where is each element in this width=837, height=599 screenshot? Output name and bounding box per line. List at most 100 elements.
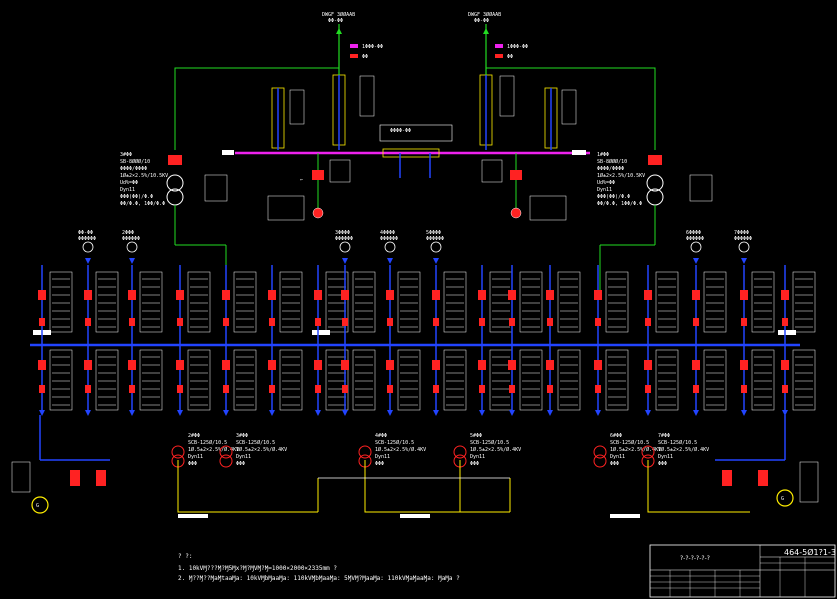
trafo-right-line-0: 1#ΦΦ — [597, 152, 609, 158]
trafo-right-line-6: ΦΦΦ(ΦΦ)/Φ.Φ — [597, 194, 630, 200]
feeder-bay-5 — [268, 265, 303, 416]
motor-icon — [430, 241, 442, 253]
distribution-trafo-label-0: 3#ΦΦ — [236, 433, 248, 439]
trafo-right-line-2: ΦΦΦΦ/ΦΦΦΦ — [597, 166, 624, 172]
motor-arrow-icon — [433, 258, 439, 264]
incoming-right-label-top: DWGF 3ØØAAB — [468, 11, 501, 18]
motor-label-1: 3ΦΦΦΦ — [335, 230, 350, 236]
motor-label-2: ΦΦΦΦΦΦ — [122, 236, 140, 242]
motor-label-1: 2ΦΦΦ — [122, 230, 134, 236]
feeder-bay-9 — [432, 265, 467, 416]
motor-icon — [690, 241, 702, 253]
motor-arrow-icon — [129, 258, 135, 264]
feeder-group — [38, 265, 816, 416]
svg-text:G: G — [781, 496, 784, 502]
motor-arrow-icon — [85, 258, 91, 264]
station-service-left: ← — [267, 153, 351, 221]
distribution-trafo-label-1: SCB-125Ø/10.5 — [375, 439, 414, 446]
motor-label-1: 6ΦΦΦΦ — [686, 230, 701, 236]
incoming-right-label-bot: ΦΦ-ΦΦ — [474, 18, 489, 24]
center-box-label: ΦΦΦΦ-ΦΦ — [390, 128, 411, 134]
feeder-bay-6 — [314, 265, 349, 416]
distribution-trafo-2: 4#ΦΦSCB-125Ø/10.51Ø.5±2×2.5%/Ø.4KVDyn11Φ… — [358, 433, 426, 468]
distribution-trafo-label-1: SCB-125Ø/10.5 — [236, 439, 275, 446]
title-block: 464-5Ø1?1-3 ?-?-?-?-?-? — [649, 544, 836, 598]
trafo-left-line-5: Dyn11 — [120, 187, 135, 193]
feeder-bay-17 — [781, 265, 816, 416]
distribution-trafo-label-3: Dyn11 — [375, 454, 390, 460]
generator-left: G — [11, 415, 110, 514]
drawing-title: ?-?-?-?-?-? — [680, 555, 710, 562]
center-box — [379, 124, 453, 142]
distribution-trafo-label-4: ΦΦΦ — [470, 461, 479, 467]
feeder-bay-0 — [38, 265, 73, 416]
feeder-bay-3 — [176, 265, 211, 416]
feeder-bay-4 — [222, 265, 257, 416]
trafo-left-line-4: Ud%=ΦΦ — [120, 180, 138, 186]
motor-arrow-icon — [387, 258, 393, 264]
svg-text:ΦΦ: ΦΦ — [362, 54, 368, 60]
motor-arrow-icon — [741, 258, 747, 264]
main-transformer-right: 1#ΦΦ SB-8ØØØ/10 ΦΦΦΦ/ΦΦΦΦ 1Ø±2×2.5%/10.5… — [485, 67, 713, 300]
motor-label-1: 4ΦΦΦΦ — [380, 230, 395, 236]
distribution-trafo-icon — [219, 445, 233, 459]
notes-line-1: 1. 10kVⱮ???Ɱ?Ɱ5Ɱx?Ɱ?ⱮVⱮ?Ɱ=1000×2000×2335… — [178, 565, 337, 572]
distribution-trafo-label-0: 4#ΦΦ — [375, 433, 387, 439]
feeder-bay-16 — [740, 265, 775, 416]
motor-group: ΦΦ-ΦΦΦΦΦΦΦΦ2ΦΦΦΦΦΦΦΦΦ3ΦΦΦΦΦΦΦΦΦΦ4ΦΦΦΦΦΦΦ… — [78, 230, 752, 264]
svg-text:1ΦΦΦ-ΦΦ: 1ΦΦΦ-ΦΦ — [507, 44, 528, 50]
feeder-bay-2 — [128, 265, 163, 416]
feeder-bay-1 — [84, 265, 119, 416]
notes-line-2: 2. Ɱ??Ɱ??ⱮaⱮtaaⱮa: 10kVⱮbⱮaaⱮa: 110kVⱮbⱮ… — [178, 575, 460, 582]
distribution-trafo-label-0: 7#ΦΦ — [658, 433, 670, 439]
distribution-trafo-label-4: ΦΦΦ — [610, 461, 619, 467]
distribution-trafo-label-3: Dyn11 — [610, 454, 625, 460]
drawing-number: 464-5Ø1?1-3 — [784, 547, 836, 557]
distribution-trafo-label-2: 1Ø.5±2×2.5%/Ø.4KV — [375, 446, 426, 453]
motor-icon — [384, 241, 396, 253]
feeder-bay-14 — [644, 265, 679, 416]
trafo-right-line-4: Ud%=ΦΦ — [597, 180, 615, 186]
distribution-trafo-label-3: Dyn11 — [470, 454, 485, 460]
pt-columns — [271, 87, 577, 150]
motor-label-2: ΦΦΦΦΦΦ — [426, 236, 444, 242]
motor-label-1: ΦΦ-ΦΦ — [78, 230, 93, 236]
bottom-trafo-group: 2#ΦΦSCB-125Ø/10.51Ø.5±2×2.5%/Ø.4KVDyn11Φ… — [171, 433, 709, 468]
distribution-trafo-label-4: ΦΦΦ — [375, 461, 384, 467]
trafo-left-line-3: 1Ø±2×2.5%/10.5KV — [120, 172, 168, 179]
distribution-trafo-label-0: 6#ΦΦ — [610, 433, 622, 439]
feeder-bay-11 — [508, 265, 543, 416]
generator-right-icon — [776, 489, 794, 507]
distribution-trafo-label-1: SCB-125Ø/10.5 — [610, 439, 649, 446]
feeder-bay-13 — [594, 265, 629, 416]
motor-arrow-icon — [342, 258, 348, 264]
feeder-bay-7 — [341, 265, 376, 416]
distribution-trafo-label-1: SCB-125Ø/10.5 — [188, 439, 227, 446]
motor-label-1: 5ΦΦΦΦ — [426, 230, 441, 236]
motor-icon — [339, 241, 351, 253]
distribution-trafo-icon — [641, 445, 655, 459]
trafo-right-line-5: Dyn11 — [597, 187, 612, 193]
generator-right: G — [715, 415, 819, 507]
feeder-bay-8 — [386, 265, 421, 416]
motor-label-2: ΦΦΦΦΦΦ — [734, 236, 752, 242]
trafo-right-line-1: SB-8ØØØ/10 — [597, 158, 627, 165]
distribution-trafo-icon — [453, 445, 467, 459]
trafo-left-line-7: ΦΦ/Φ.Φ, 1ΦΦ/Φ.Φ — [120, 201, 165, 207]
distribution-trafo-label-2: 1Ø.5±2×2.5%/Ø.4KV — [236, 446, 287, 453]
distribution-trafo-label-1: SCB-125Ø/10.5 — [658, 439, 697, 446]
motor-label-2: ΦΦΦΦΦΦ — [78, 236, 96, 242]
incoming-line-left: DWGF 3ØØAAB ΦΦ-ΦΦ 1ΦΦΦ-ΦΦ ΦΦ — [322, 11, 383, 150]
distribution-trafo-label-2: 1Ø.5±2×2.5%/Ø.4KV — [610, 446, 661, 453]
hv-bus: ΦΦΦΦ-ΦΦ — [222, 124, 590, 178]
motor-arrow-icon — [693, 258, 699, 264]
svg-text:G: G — [36, 503, 39, 509]
distribution-trafo-label-0: 2#ΦΦ — [188, 433, 200, 439]
distribution-trafo-label-2: 1Ø.5±2×2.5%/Ø.4KV — [470, 446, 521, 453]
incoming-line-right: DWGF 3ØØAAB ΦΦ-ΦΦ 1ΦΦΦ-ΦΦ ΦΦ — [468, 11, 528, 150]
distribution-trafo-label-4: ΦΦΦ — [658, 461, 667, 467]
